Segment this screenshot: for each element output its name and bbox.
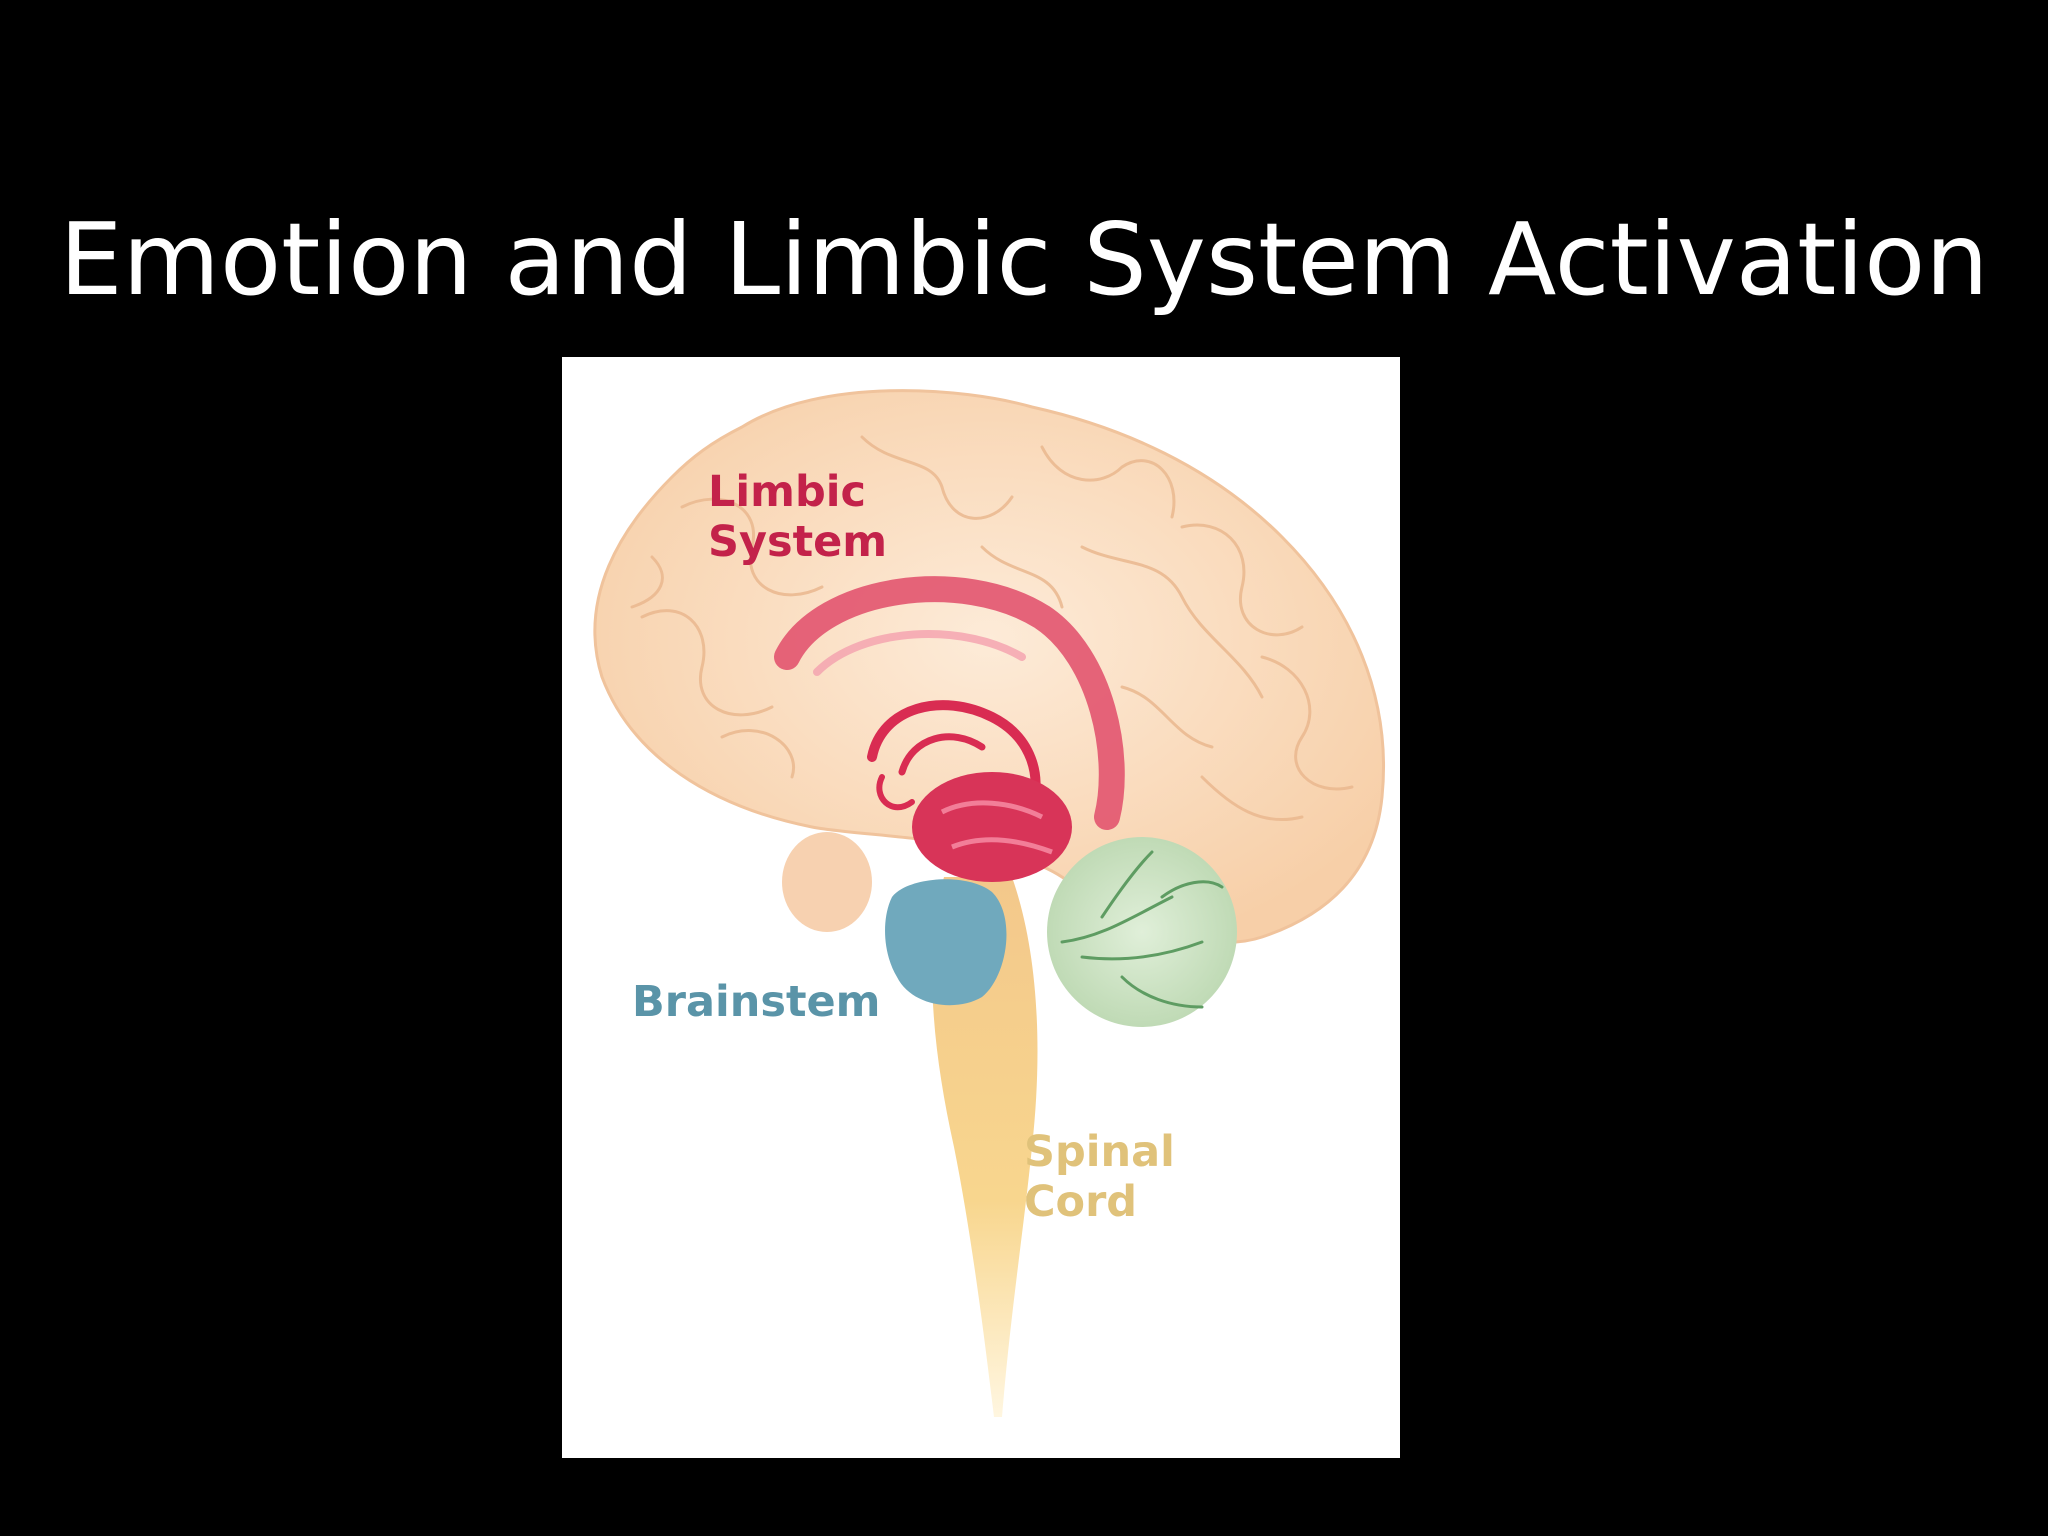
brainstem-shape [885,879,1007,1006]
cerebellum-shape [1047,837,1237,1027]
cerebellum-branches [1060,850,1224,1009]
hypothalamus-shape [782,832,872,932]
limbic-label-line2: System [708,517,888,567]
limbic-system-shape [774,576,1125,830]
brain-diagram: Limbic System Brainstem Spinal Cord [562,357,1400,1458]
spinal-cord-label: Spinal Cord [1024,1127,1175,1227]
slide-title: Emotion and Limbic System Activation [59,201,1989,318]
limbic-system-label: Limbic System [708,467,887,567]
gyri-folds [630,435,1354,822]
spinal-cord-shape [932,877,1038,1417]
amygdala-shape [912,772,1072,882]
brainstem-label: Brainstem [632,977,881,1027]
spinal-label-line2: Cord [1024,1177,1138,1227]
brain-illustration [593,389,1386,1417]
spinal-label-line1: Spinal [1024,1127,1175,1177]
limbic-label-line1: Limbic [708,467,866,517]
